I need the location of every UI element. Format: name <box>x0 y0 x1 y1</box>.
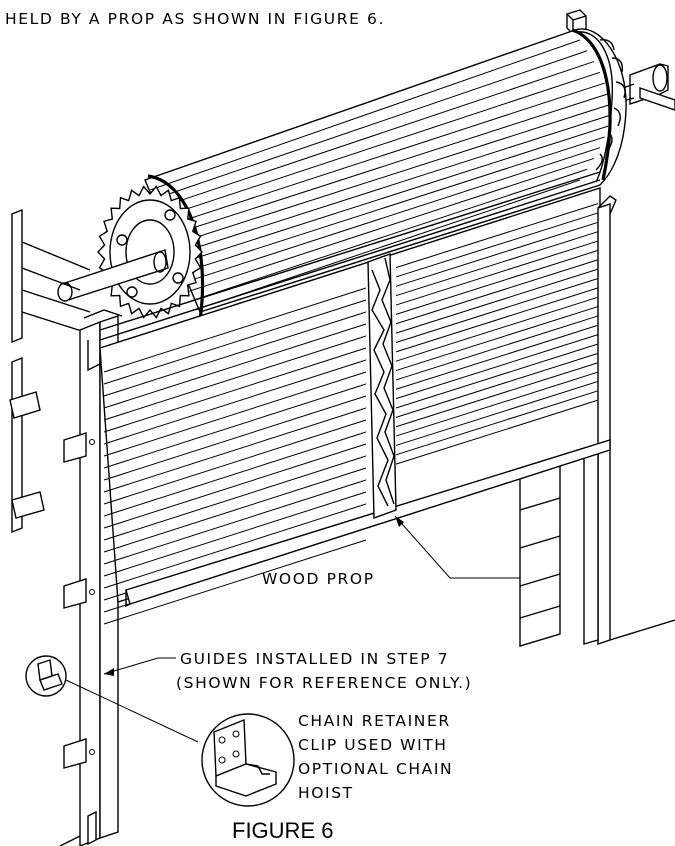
drum-slat-lines <box>149 39 610 311</box>
clip-label-line4: HOIST <box>298 784 354 802</box>
door-curtain <box>99 171 601 625</box>
drum-band-right <box>571 28 612 181</box>
guides-label-line2: (SHOWN FOR REFERENCE ONLY.) <box>176 674 472 692</box>
guides-label-line1: GUIDES INSTALLED IN STEP 7 <box>180 650 449 668</box>
clip-label-line2: CLIP USED WITH <box>298 736 448 754</box>
wood-prop-leader <box>394 515 520 579</box>
axle-left <box>57 249 169 302</box>
chain-retainer-clip-small <box>25 655 67 697</box>
guides-leader <box>103 657 176 676</box>
left-guide <box>79 309 123 846</box>
right-guide <box>519 195 675 647</box>
clip-label-line3: OPTIONAL CHAIN <box>298 760 453 778</box>
curtain-slat-lines <box>103 203 599 625</box>
wood-prop <box>367 253 397 519</box>
curtain-roll <box>144 28 627 313</box>
guide-bracket-plates <box>9 391 95 769</box>
clip-label-line1: CHAIN RETAINER <box>298 712 451 730</box>
header-text: HELD BY A PROP AS SHOWN IN FIGURE 6. <box>5 10 385 28</box>
figure-caption: FIGURE 6 <box>232 818 333 843</box>
floor-line <box>59 835 81 846</box>
chain-retainer-clip-large <box>201 713 295 807</box>
wood-prop-label: WOOD PROP <box>262 570 375 588</box>
clip-leader <box>65 679 199 743</box>
bottom-bar <box>125 439 611 608</box>
